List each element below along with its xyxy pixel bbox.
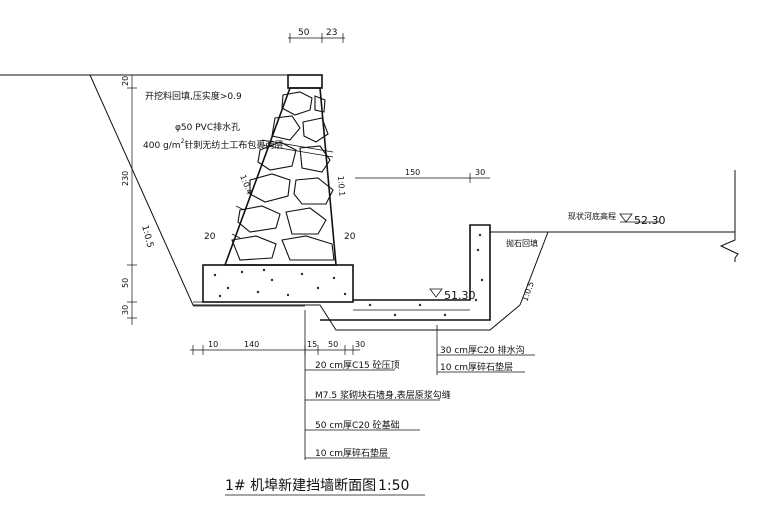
note-geotextile-prefix: 400 g/m <box>143 141 181 151</box>
excavation-profile <box>0 74 739 331</box>
callout-channel-2: 10 cm厚碎石垫层 <box>440 361 513 373</box>
dim-toe-right: 20 <box>344 232 356 242</box>
dim-wall-height: 230 <box>121 171 130 186</box>
callout-wall-1: 20 cm厚C15 砼压顶 <box>315 359 400 371</box>
wall-foundation <box>193 264 354 307</box>
callout-wall-4: 10 cm厚碎石垫层 <box>315 447 388 459</box>
drain-pipe <box>261 139 334 153</box>
note-riverbed-label: 现状河底高程 <box>568 211 616 221</box>
callout-wall-2: M7.5 浆砌块石墙身,表层原浆勾缝 <box>315 389 451 401</box>
dim-bottom-30: 30 <box>355 340 365 349</box>
drawing-title: 1# 机埠新建挡墙断面图 <box>225 477 376 494</box>
wall-cap <box>287 74 323 89</box>
wall-body <box>223 74 337 266</box>
dim-cap-height: 20 <box>121 76 130 86</box>
note-riverbed-elev: 52.30 <box>634 214 666 227</box>
leader-lines <box>225 310 535 496</box>
note-backfill: 开挖料回填,压实度>0.9 <box>145 90 242 102</box>
dim-toe-left: 20 <box>204 232 216 242</box>
drainage-channel <box>320 224 491 321</box>
dim-cushion-height: 30 <box>121 305 130 315</box>
note-channel-elev: 51.30 <box>444 289 476 302</box>
dim-channel-wall: 30 <box>475 168 485 177</box>
elevation-markers <box>429 213 660 298</box>
dim-bottom-50: 50 <box>328 340 338 349</box>
note-geotextile: 400 g/m2针刺无纺土工布包裹两层 <box>143 138 283 151</box>
slope-wall-back: 1:0.4 <box>238 173 254 195</box>
callout-wall-3: 50 cm厚C20 砼基础 <box>315 419 400 431</box>
dim-bottom-15: 15 <box>307 340 317 349</box>
slope-wall-front: 1:0.1 <box>336 176 346 197</box>
dim-bottom-140: 140 <box>244 340 259 349</box>
dim-base-height: 50 <box>121 278 130 288</box>
dim-top-width-1: 50 <box>298 28 310 38</box>
drawing-scale: 1:50 <box>378 478 409 494</box>
dim-bottom-left: 10 <box>208 340 218 349</box>
note-geotextile-suffix: 针刺无纺土工布包裹两层 <box>184 139 283 151</box>
callout-channel-1: 30 cm厚C20 排水沟 <box>440 344 525 356</box>
note-drain-pipe: φ50 PVC排水孔 <box>175 121 240 133</box>
dim-channel-width: 150 <box>405 168 420 177</box>
slope-channel: 1:0.5 <box>520 280 535 302</box>
slope-back: 1:0.5 <box>139 224 155 249</box>
note-geotextile-sup: 2 <box>181 138 185 145</box>
dimension-lines <box>127 33 490 355</box>
dim-top-width-2: 23 <box>326 28 337 38</box>
note-rubble-fill: 抛石回填 <box>506 238 538 248</box>
